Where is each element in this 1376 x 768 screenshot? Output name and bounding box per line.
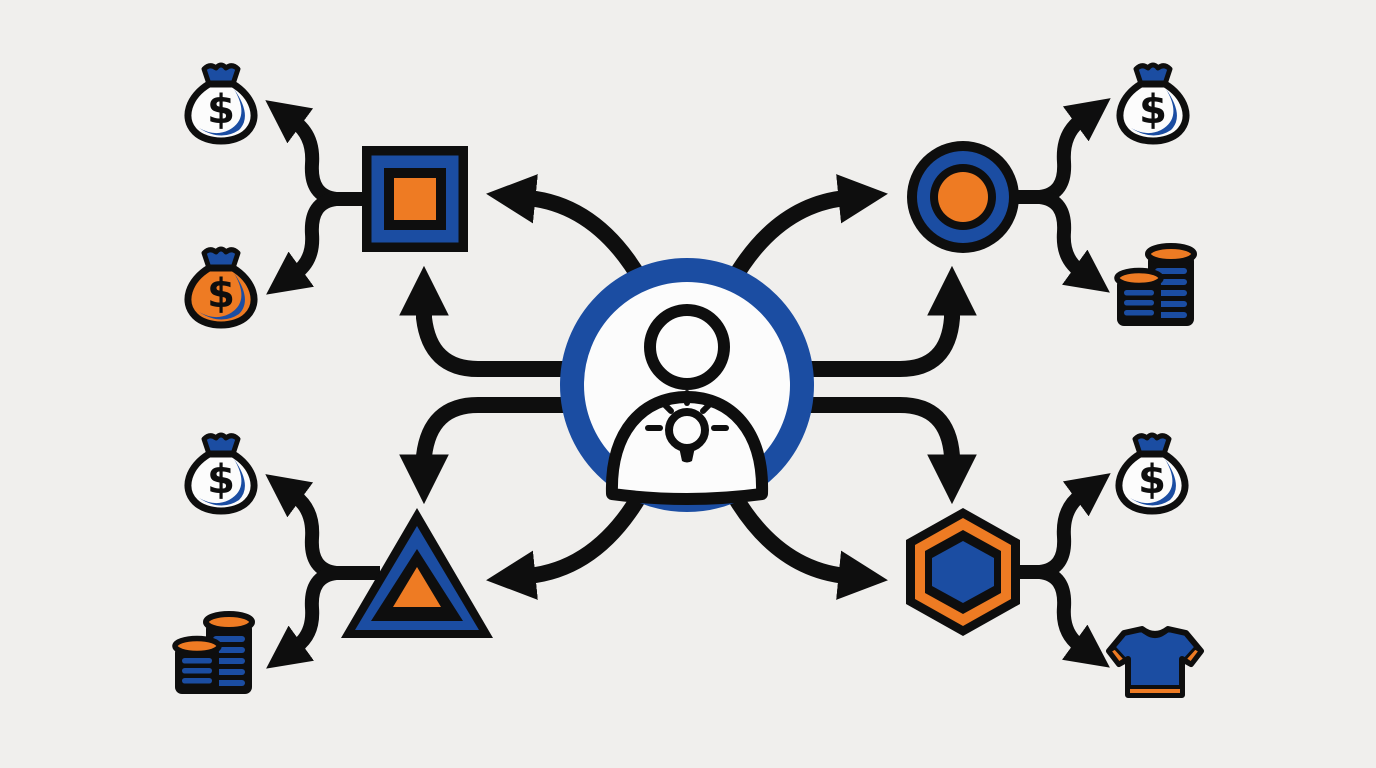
split-hexagon-upper-arrow	[1038, 473, 1111, 579]
split-square-upper-arrow	[265, 100, 338, 206]
triangle-core	[393, 567, 441, 607]
lightbulb-icon	[645, 390, 729, 463]
arrow-to-hexagon-arc	[725, 488, 888, 600]
split-target-upper-arrow	[1038, 98, 1111, 204]
split-triangle-lower-arrow	[266, 566, 338, 669]
target-node	[907, 141, 1019, 253]
split-square	[265, 100, 362, 295]
currency-symbol: $	[207, 87, 235, 133]
square-core	[394, 178, 436, 220]
square-node	[362, 146, 468, 252]
currency-symbol: $	[207, 457, 235, 503]
split-square-lower-arrow	[266, 192, 338, 295]
arrow-to-target-horizontal	[808, 265, 977, 377]
split-target	[1016, 98, 1111, 293]
split-triangle	[265, 474, 380, 669]
center-person-node	[560, 258, 814, 512]
tshirt-icon	[1109, 629, 1201, 695]
triangle-node	[341, 508, 493, 638]
arrow-to-hexagon-horizontal	[808, 397, 977, 505]
center-arrows	[399, 174, 977, 600]
arrow-to-square-arc	[486, 174, 649, 286]
split-target-lower-arrow	[1038, 190, 1110, 293]
split-hexagon	[1016, 473, 1111, 668]
split-triangle-upper-arrow	[265, 474, 338, 580]
coin-stack-icon	[1117, 246, 1194, 326]
person-head	[644, 304, 730, 390]
currency-symbol: $	[1138, 457, 1166, 503]
arrow-to-triangle-horizontal	[399, 397, 566, 505]
target-core	[938, 172, 988, 222]
split-hexagon-lower-arrow	[1038, 565, 1110, 668]
arrow-to-target-arc	[725, 174, 888, 286]
coin-stack-icon	[175, 614, 252, 694]
hexagon-node	[906, 508, 1020, 636]
arrow-to-triangle-arc	[486, 488, 649, 600]
hexagon-core	[932, 541, 994, 603]
currency-symbol: $	[207, 271, 235, 317]
arrow-to-square-horizontal	[399, 265, 566, 377]
currency-symbol: $	[1139, 87, 1167, 133]
